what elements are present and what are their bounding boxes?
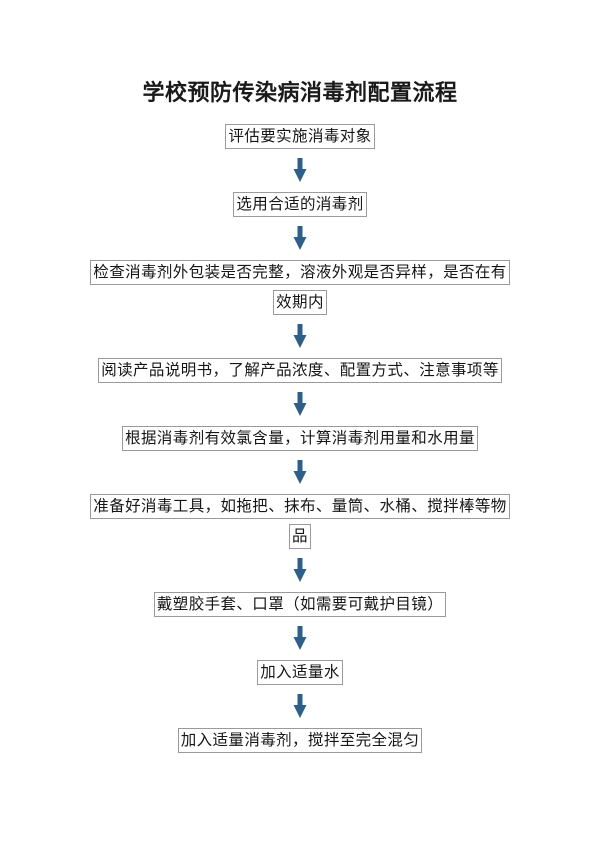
flow-node-label: 加入适量水 (257, 660, 343, 685)
down-arrow-icon (293, 694, 307, 718)
flow-node-label: 阅读产品说明书，了解产品浓度、配置方式、注意事项等 (98, 358, 502, 383)
flow-node-label: 选用合适的消毒剂 (233, 192, 367, 217)
flow-node-3[interactable]: 检查消毒剂外包装是否完整，溶液外观是否异样，是否在有效期内 (0, 258, 600, 318)
flow-node-5[interactable]: 根据消毒剂有效氯含量，计算消毒剂用量和水用量 (0, 424, 600, 454)
flow-node-label: 戴塑胶手套、口罩（如需要可戴护目镜） (153, 592, 447, 617)
flow-node-8[interactable]: 加入适量水 (0, 658, 600, 688)
down-arrow-icon (293, 626, 307, 650)
flow-node-label: 准备好消毒工具，如拖把、抹布、量筒、水桶、搅拌棒等物品 (90, 494, 510, 549)
flow-node-label: 评估要实施消毒对象 (225, 124, 375, 149)
down-arrow-icon (293, 558, 307, 582)
flow-node-label: 检查消毒剂外包装是否完整，溶液外观是否异样，是否在有效期内 (90, 260, 510, 315)
flow-node-7[interactable]: 戴塑胶手套、口罩（如需要可戴护目镜） (0, 590, 600, 620)
flow-node-9[interactable]: 加入适量消毒剂，搅拌至完全混匀 (0, 726, 600, 756)
flow-node-4[interactable]: 阅读产品说明书，了解产品浓度、配置方式、注意事项等 (0, 356, 600, 386)
flow-node-label: 根据消毒剂有效氯含量，计算消毒剂用量和水用量 (122, 426, 478, 451)
down-arrow-icon (293, 226, 307, 250)
flowchart: 评估要实施消毒对象 选用合适的消毒剂 检查消毒剂外包装是否完整，溶液外观是否异样… (0, 122, 600, 756)
flow-node-6[interactable]: 准备好消毒工具，如拖把、抹布、量筒、水桶、搅拌棒等物品 (0, 492, 600, 552)
page-title: 学校预防传染病消毒剂配置流程 (142, 80, 458, 105)
flow-node-2[interactable]: 选用合适的消毒剂 (0, 190, 600, 220)
down-arrow-icon (293, 460, 307, 484)
flow-node-1[interactable]: 评估要实施消毒对象 (0, 122, 600, 152)
down-arrow-icon (293, 158, 307, 182)
flow-node-label: 加入适量消毒剂，搅拌至完全混匀 (177, 728, 423, 753)
down-arrow-icon (293, 324, 307, 348)
down-arrow-icon (293, 392, 307, 416)
